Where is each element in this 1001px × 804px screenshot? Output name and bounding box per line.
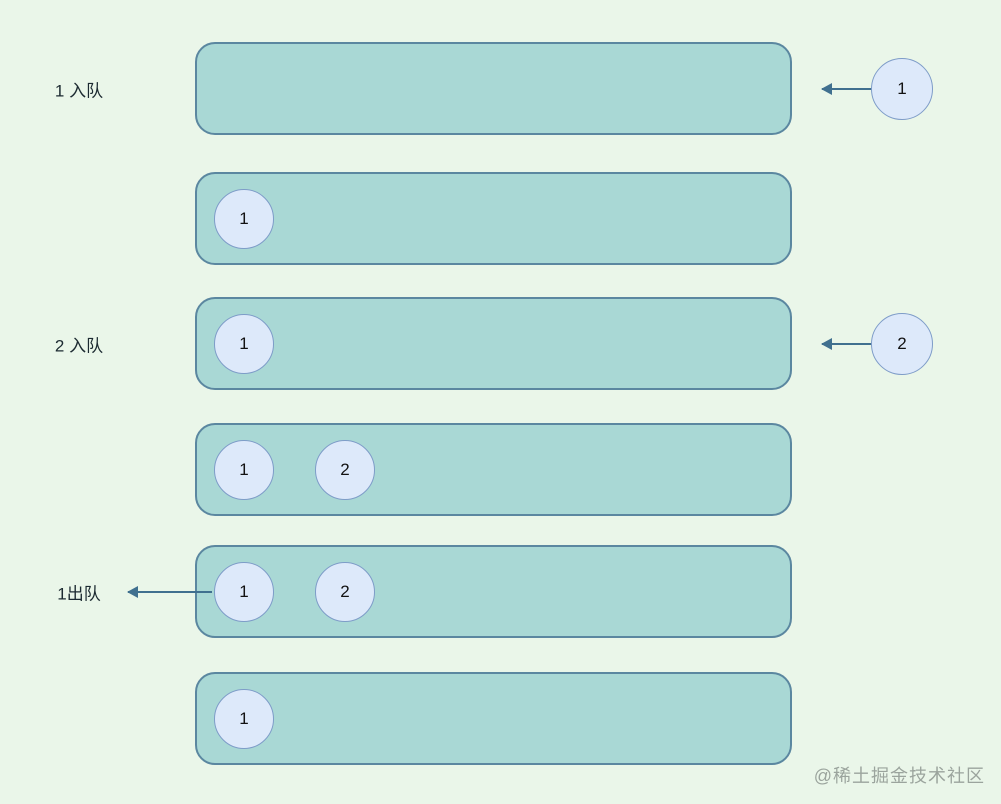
step-3-enqueue-2: 2 入队 1 2 <box>0 297 1001 390</box>
queue-rectangle: 1 <box>195 297 792 390</box>
queue-rectangle: 1 <box>195 672 792 765</box>
enqueue-label: 1 入队 <box>54 81 104 100</box>
incoming-item-circle: 1 <box>871 57 933 120</box>
step-1-enqueue-1: 1 入队 1 <box>0 42 1001 135</box>
enqueue-arrow <box>821 82 872 95</box>
queue-rectangle <box>195 42 792 135</box>
queue-rectangle: 1 <box>195 172 792 265</box>
queue-item-circle: 1 <box>214 188 274 249</box>
incoming-item-circle: 2 <box>871 312 933 375</box>
queue-item-circle: 1 <box>214 688 274 749</box>
enqueue-label: 2 入队 <box>54 336 104 355</box>
step-6-after-dequeue: 1 <box>0 672 1001 765</box>
step-2-after-enqueue-1: 1 <box>0 172 1001 265</box>
queue-item-circle: 1 <box>214 439 274 500</box>
queue-item-circle: 1 <box>214 313 274 374</box>
enqueue-arrow <box>821 337 872 350</box>
queue-item-circle: 2 <box>315 561 375 622</box>
queue-item-circle: 1 <box>214 561 274 622</box>
queue-item-circle: 2 <box>315 439 375 500</box>
dequeue-label: 1出队 <box>57 584 101 603</box>
dequeue-arrow <box>127 585 212 598</box>
watermark: @稀土掘金技术社区 <box>813 766 985 786</box>
